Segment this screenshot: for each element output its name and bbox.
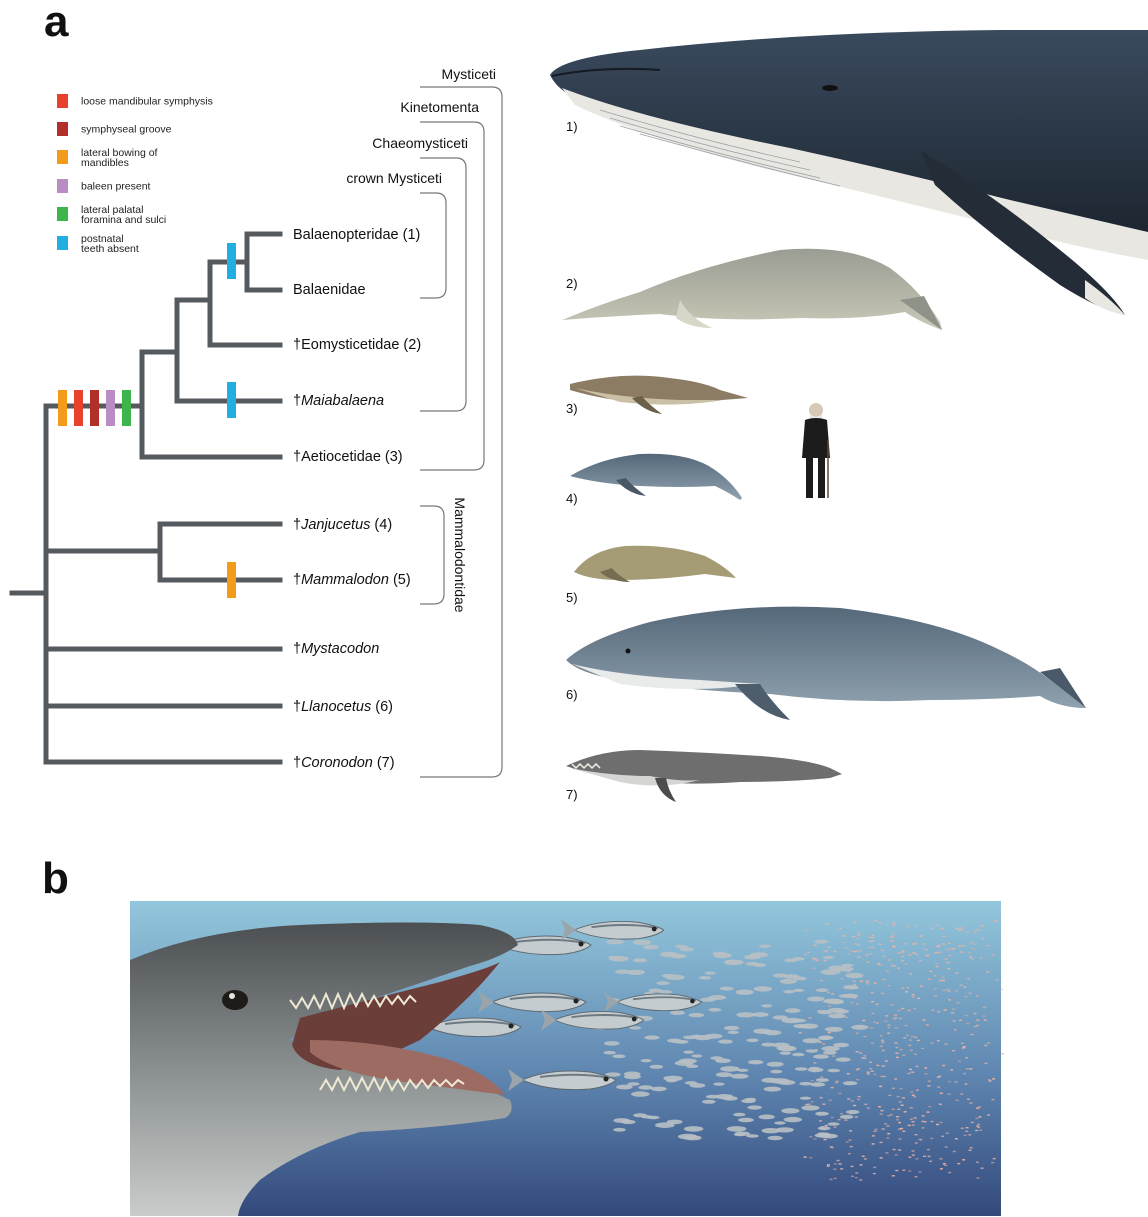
taxon-name: Llanocetus — [301, 699, 371, 715]
whale-4-janjucetus — [570, 454, 742, 500]
taxon-name: Mystacodon — [301, 641, 379, 657]
bar-lateral-bowing — [58, 390, 67, 426]
taxon-label: †Mystacodon — [293, 641, 379, 657]
whale-5-mammalodon — [574, 546, 736, 582]
taxon-label: †Aetiocetidae (3) — [293, 449, 403, 465]
illustration-number-6: 6) — [566, 687, 578, 702]
taxon-name: Eomysticetidae — [301, 337, 399, 353]
taxon-name: Mammalodon — [301, 572, 389, 588]
bar-symphyseal-groove — [90, 390, 99, 426]
illustration-number-3: 3) — [566, 401, 578, 416]
taxon-label: †Mammalodon (5) — [293, 572, 411, 588]
taxon-name: Maiabalaena — [301, 393, 384, 409]
taxon-number: (1) — [399, 227, 421, 243]
taxon-prefix: † — [293, 449, 301, 465]
bar-loose-symphysis — [74, 390, 83, 426]
taxon-name: Coronodon — [301, 755, 373, 771]
whale-illustrations: 1) 2) 3) 4) 5) — [550, 30, 1148, 802]
taxon-label: †Janjucetus (4) — [293, 517, 392, 533]
taxon-name: Janjucetus — [300, 517, 370, 533]
taxon-label: †Eomysticetidae (2) — [293, 337, 421, 353]
taxon-name: Aetiocetidae — [301, 449, 381, 465]
illustration-number-5: 5) — [566, 590, 578, 605]
clade-kinetomenta: Kinetomenta — [400, 99, 479, 115]
taxon-number: (4) — [370, 517, 392, 533]
phylogenetic-tree — [12, 234, 280, 762]
bar-baleen — [106, 390, 115, 426]
legend-label: loose mandibular symphysis — [81, 96, 213, 108]
panel-label-a: a — [44, 0, 69, 46]
legend-swatch — [57, 94, 68, 108]
clade-chaeomysticeti: Chaeomysticeti — [372, 135, 468, 151]
legend: loose mandibular symphysis symphyseal gro… — [57, 94, 213, 255]
clade-mammalodontidae: Mammalodontidae — [452, 497, 468, 612]
legend-label: symphyseal groove — [81, 124, 172, 136]
whale-3-aetiocetid — [570, 376, 748, 414]
legend-swatch — [57, 207, 68, 221]
whale-7-coronodon — [566, 750, 842, 802]
taxon-number: (6) — [371, 699, 393, 715]
bar-teeth-absent-maiabalaena — [227, 382, 236, 418]
taxon-prefix: † — [293, 755, 301, 771]
bar-teeth-absent-crown — [227, 243, 236, 279]
taxon-number: (7) — [373, 755, 395, 771]
taxon-number: (5) — [389, 572, 411, 588]
clade-mysticeti: Mysticeti — [442, 66, 496, 82]
taxon-name: Balaenidae — [293, 282, 366, 298]
legend-swatch — [57, 179, 68, 193]
illustration-number-7: 7) — [566, 787, 578, 802]
illustration-number-2: 2) — [566, 276, 578, 291]
feeding-scene — [130, 901, 1004, 1216]
legend-label-line2: mandibles — [81, 157, 129, 169]
taxon-prefix: † — [293, 699, 301, 715]
taxon-prefix: † — [293, 641, 301, 657]
taxon-label: †Llanocetus (6) — [293, 699, 393, 715]
legend-swatch — [57, 236, 68, 250]
bar-palatal-foramina — [122, 390, 131, 426]
clade-crown-mysticeti: crown Mysticeti — [346, 170, 442, 186]
taxon-label: Balaenopteridae (1) — [293, 227, 420, 243]
taxon-labels: Balaenopteridae (1)Balaenidae†Eomysticet… — [293, 227, 421, 771]
taxon-number: (2) — [399, 337, 421, 353]
whale-2-eomysticetid — [562, 249, 942, 330]
legend-label-line2: foramina and sulci — [81, 214, 166, 226]
taxon-prefix: † — [293, 393, 301, 409]
taxon-label: Balaenidae — [293, 282, 366, 298]
whale-6-llanocetus — [566, 607, 1086, 720]
legend-swatch — [57, 122, 68, 136]
legend-label-line2: teeth absent — [81, 243, 139, 255]
legend-label: baleen present — [81, 181, 151, 193]
taxon-prefix: † — [293, 517, 301, 533]
illustration-number-4: 4) — [566, 491, 578, 506]
illustration-number-1: 1) — [566, 119, 578, 134]
panel-label-b: b — [42, 854, 69, 903]
legend-swatch — [57, 150, 68, 164]
clade-brackets: Mysticeti Kinetomenta Chaeomysticeti cro… — [346, 66, 502, 777]
taxon-label: †Coronodon (7) — [293, 755, 395, 771]
taxon-number: (3) — [381, 449, 403, 465]
taxon-name: Balaenopteridae — [293, 227, 399, 243]
taxon-prefix: † — [293, 337, 301, 353]
taxon-label: †Maiabalaena — [293, 393, 384, 409]
bar-lateral-bowing-mammalodon — [227, 562, 236, 598]
human-scale-figure — [802, 403, 830, 498]
taxon-prefix: † — [293, 572, 301, 588]
